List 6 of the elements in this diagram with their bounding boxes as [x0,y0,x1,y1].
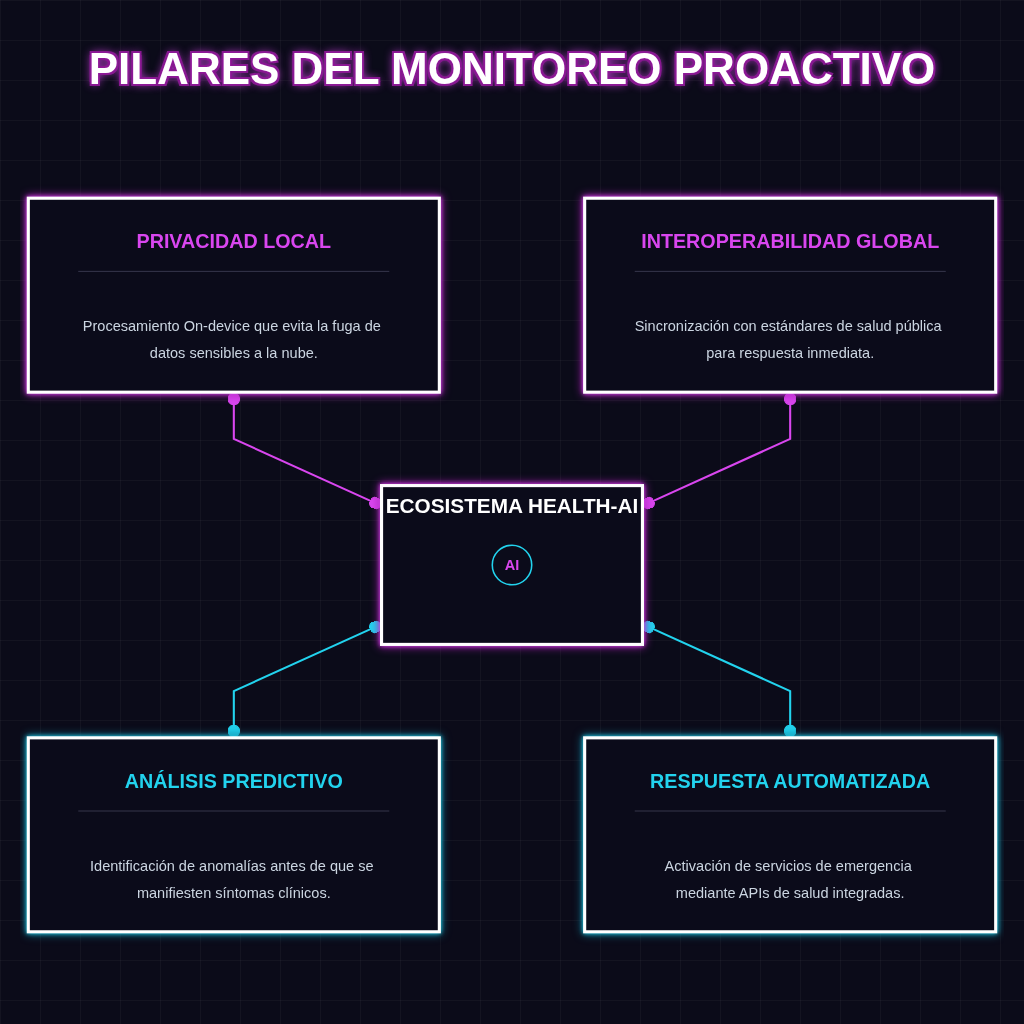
node-circle: AI [491,544,533,586]
node-box: PRIVACIDAD LOCAL Procesamiento On-device que evita la fuga de datos sensibles a la nube. [26,196,441,394]
node-box: ANÁLISIS PREDICTIVO Identificación de anomalías antes de que se manifiesten síntomas clínicos. [26,736,441,934]
node-box: RESPUESTA AUTOMATIZADA Activación de servicios de emergencia mediante APIs de salud integradas. [583,736,998,934]
diagram-title: PILARES DEL MONITOREO PROACTIVO [87,44,937,94]
node-box: INTEROPERABILIDAD GLOBAL Sincronización con estándares de salud pública para respuesta inmediata. [583,196,998,394]
